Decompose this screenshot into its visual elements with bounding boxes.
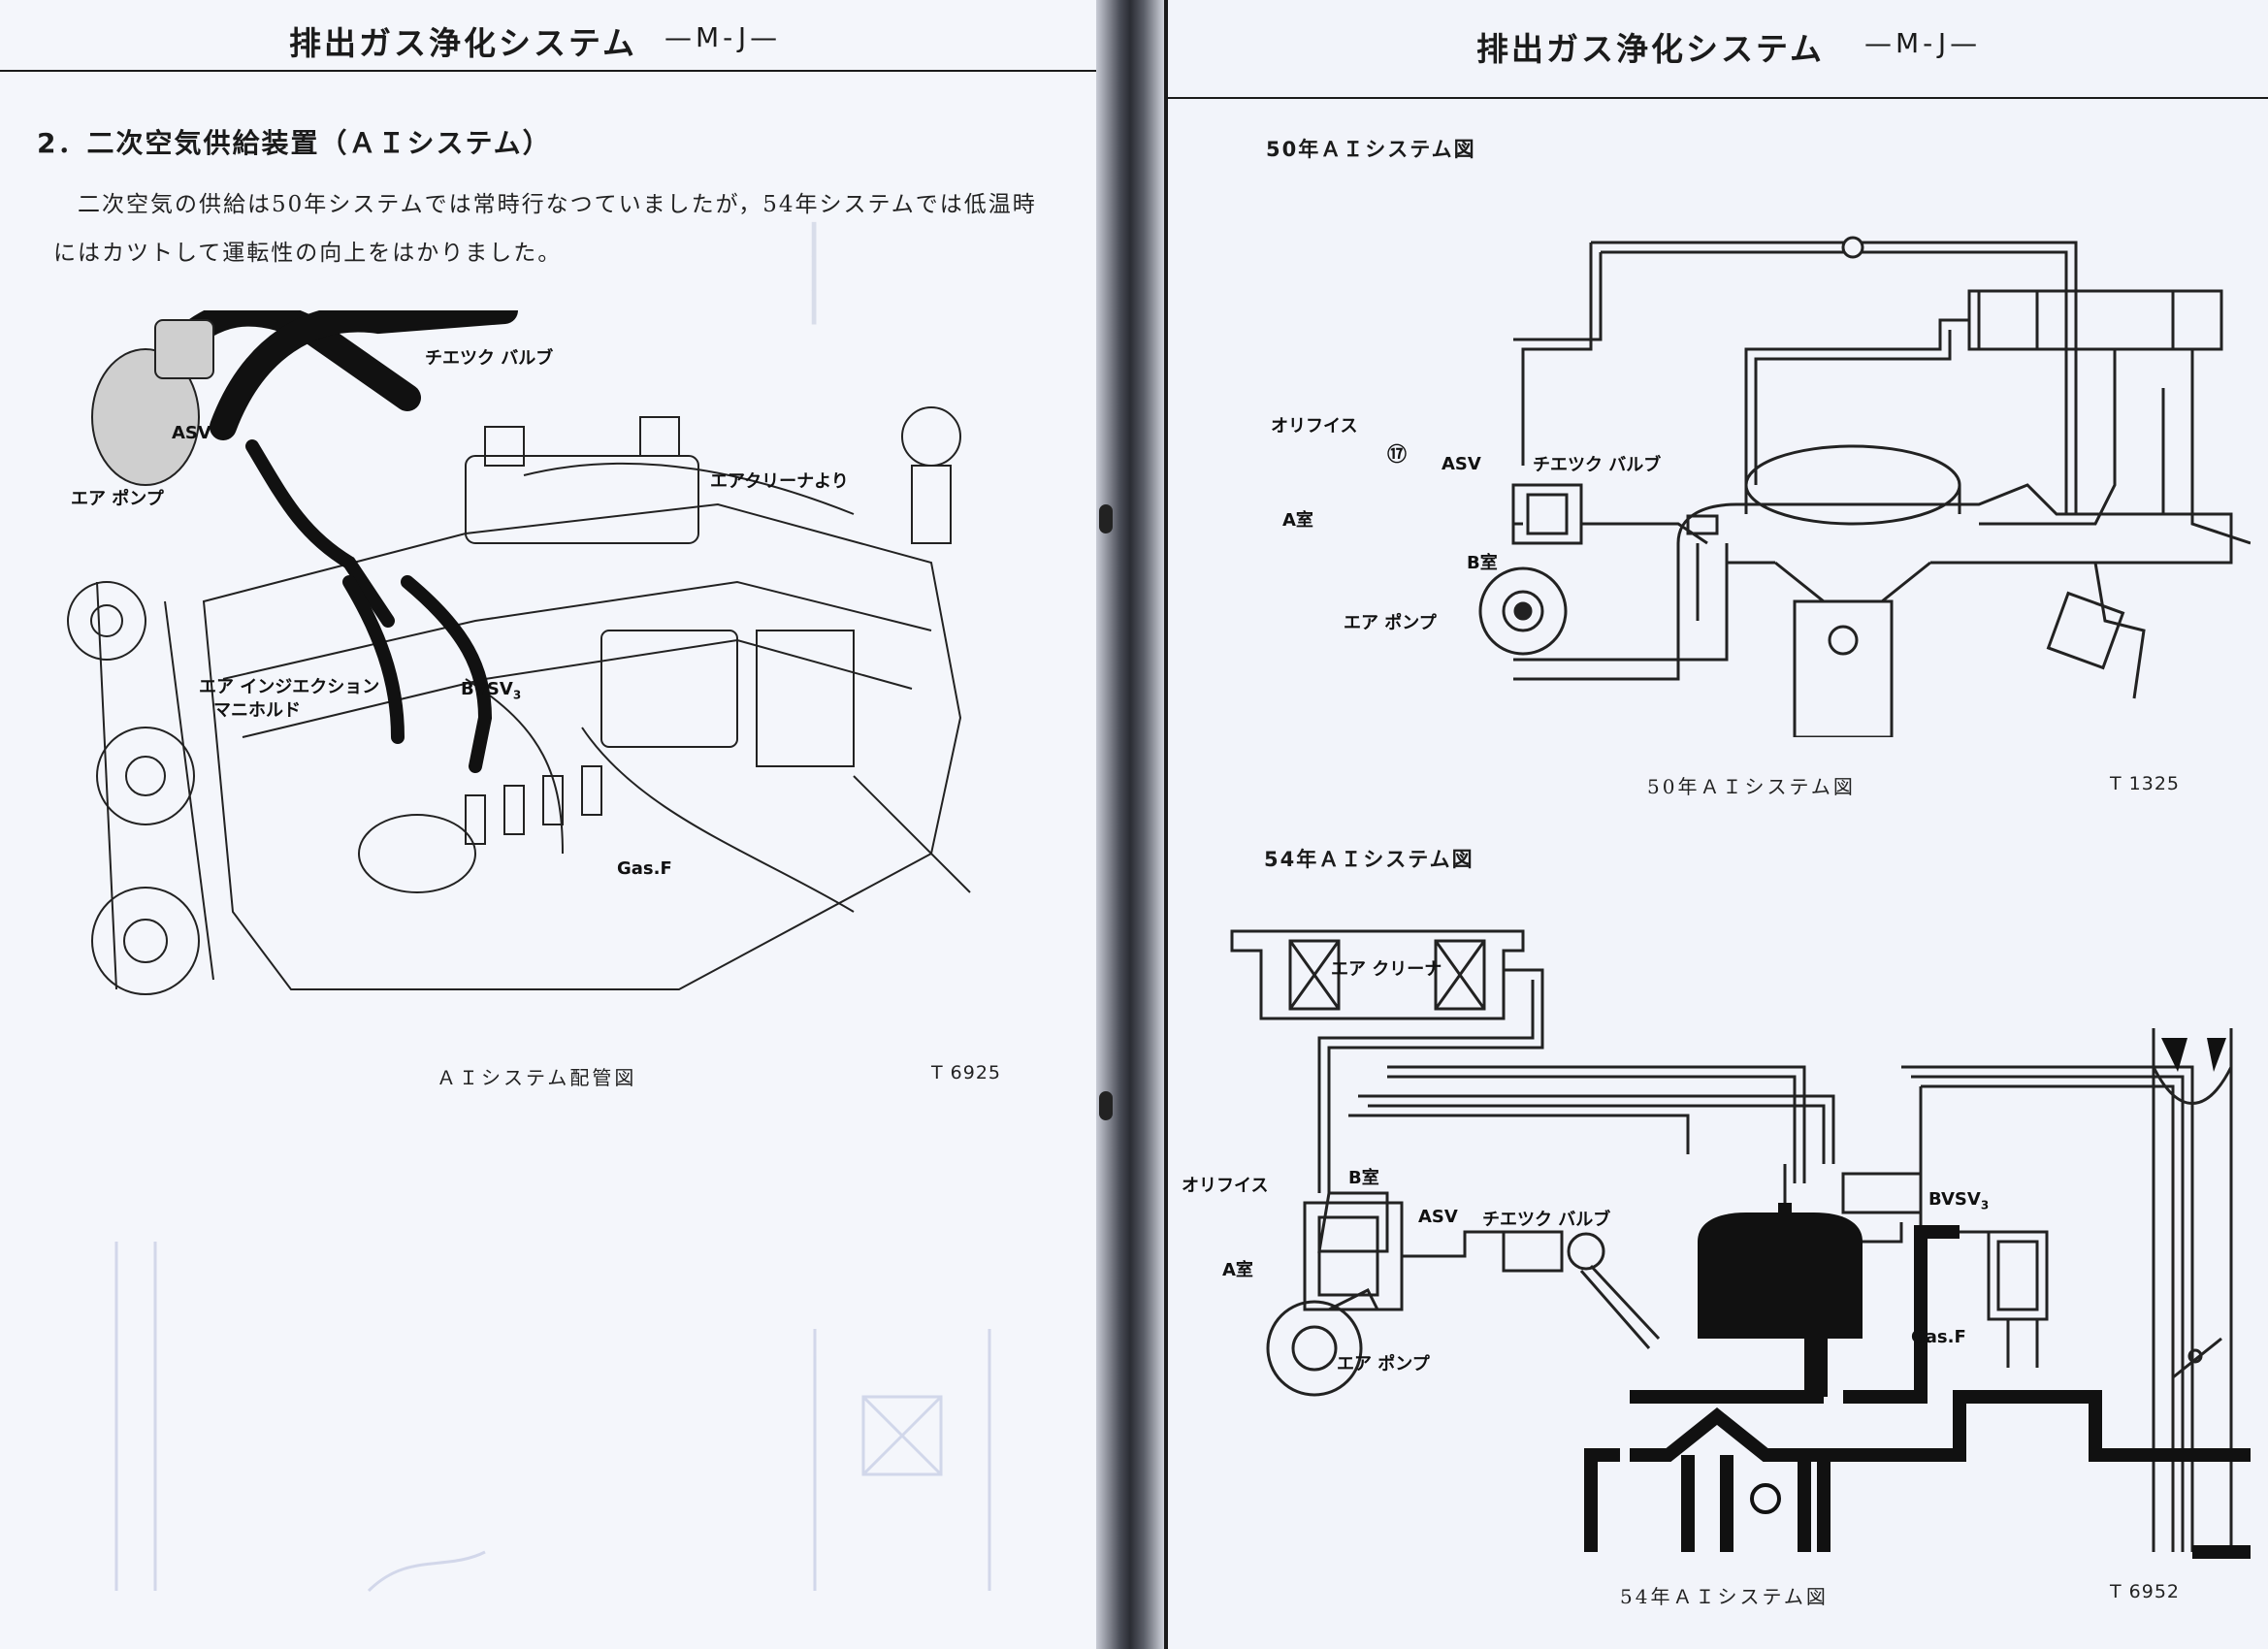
right-header-code: —M-J— bbox=[1864, 27, 1982, 59]
engine-piping-illustration bbox=[67, 310, 971, 995]
binding-gutter bbox=[1096, 0, 1164, 1649]
label-check-valve: チエツク バルブ bbox=[425, 348, 554, 369]
right-header-title: 排出ガス浄化システム bbox=[1476, 30, 1826, 68]
left-header-code: —M-J— bbox=[664, 21, 782, 53]
left-header-rule bbox=[0, 70, 1096, 72]
binding-hole-top bbox=[1099, 504, 1113, 534]
diagram-50-title: 50年ＡＩシステム図 bbox=[1266, 138, 1476, 161]
left-figure-caption: ＡＩシステム配管図 bbox=[437, 1066, 637, 1089]
body-paragraph: 二次空気の供給は50年システムでは常時行なつていましたが，54年システムでは低温… bbox=[53, 180, 1086, 277]
d50-label-chamber-b: B室 bbox=[1467, 553, 1498, 573]
label-asv: ASV bbox=[172, 423, 211, 443]
label-gas-filter: Gas.F bbox=[617, 858, 672, 879]
d54-label-bvsv: BVSV3 bbox=[1928, 1189, 1990, 1212]
label-air-injection-manifold: エア インジエクション マニホルド bbox=[199, 677, 380, 721]
d50-label-air-pump: エア ポンプ bbox=[1344, 613, 1437, 633]
bleed-through-marks: ┃┃┃ bbox=[805, 223, 824, 325]
diagram-54-schematic bbox=[1230, 929, 2251, 1559]
paragraph-line-2: にはカツトして運転性の向上をはかりました。 bbox=[53, 241, 563, 266]
diagram-54-caption: 54年ＡＩシステム図 bbox=[1620, 1585, 1829, 1608]
diagram-54-title: 54年ＡＩシステム図 bbox=[1264, 848, 1474, 871]
right-page: 排出ガス浄化システム —M-J— 50年ＡＩシステム図 bbox=[1164, 0, 2268, 1649]
d54-label-chamber-a: A室 bbox=[1222, 1260, 1253, 1280]
bleed-through-diagram bbox=[114, 1242, 991, 1593]
diagram-50-schematic bbox=[1478, 236, 2251, 737]
d50-label-asv: ASV bbox=[1442, 454, 1481, 474]
left-page: ┃┃┃ 排出ガス浄化システム —M-J— 2．二次空気供給装置（ＡＩシステム） … bbox=[0, 0, 1096, 1649]
diagram-50-caption: 50年ＡＩシステム図 bbox=[1647, 775, 1856, 798]
d54-label-air-pump: エア ポンプ bbox=[1337, 1354, 1430, 1374]
section-heading: 2．二次空気供給装置（ＡＩシステム） bbox=[37, 127, 552, 159]
d50-label-orifice: オリフイス bbox=[1271, 416, 1358, 436]
d54-label-air-cleaner: エア クリーナ bbox=[1331, 959, 1442, 980]
left-header-title: 排出ガス浄化システム bbox=[289, 24, 638, 62]
d50-label-ref-17: ⑰ bbox=[1387, 442, 1407, 466]
label-from-air-cleaner: エアクリーナより bbox=[710, 471, 849, 492]
left-figure-number: T 6925 bbox=[931, 1062, 1001, 1083]
d50-label-check-valve: チエツク バルブ bbox=[1533, 455, 1662, 475]
diagram-50-number: T 1325 bbox=[2110, 773, 2180, 794]
binding-hole-bottom bbox=[1099, 1091, 1113, 1120]
right-page-border bbox=[1164, 0, 1168, 1649]
label-air-pump: エア ポンプ bbox=[71, 489, 164, 509]
d54-label-orifice: オリフイス bbox=[1182, 1176, 1269, 1196]
d54-label-gas-filter: Gas.F bbox=[1911, 1327, 1966, 1347]
d54-label-chamber-b: B室 bbox=[1348, 1168, 1379, 1188]
d54-label-check-valve: チエツク バルブ bbox=[1482, 1210, 1611, 1230]
right-header-rule bbox=[1164, 97, 2268, 99]
diagram-54-number: T 6952 bbox=[2110, 1581, 2180, 1602]
d54-label-asv: ASV bbox=[1418, 1207, 1458, 1227]
d50-label-chamber-a: A室 bbox=[1282, 510, 1313, 531]
paragraph-line-1: 二次空気の供給は50年システムでは常時行なつていましたが，54年システムでは低温… bbox=[78, 192, 1037, 217]
label-bvsv: BVSV3 bbox=[461, 679, 522, 702]
